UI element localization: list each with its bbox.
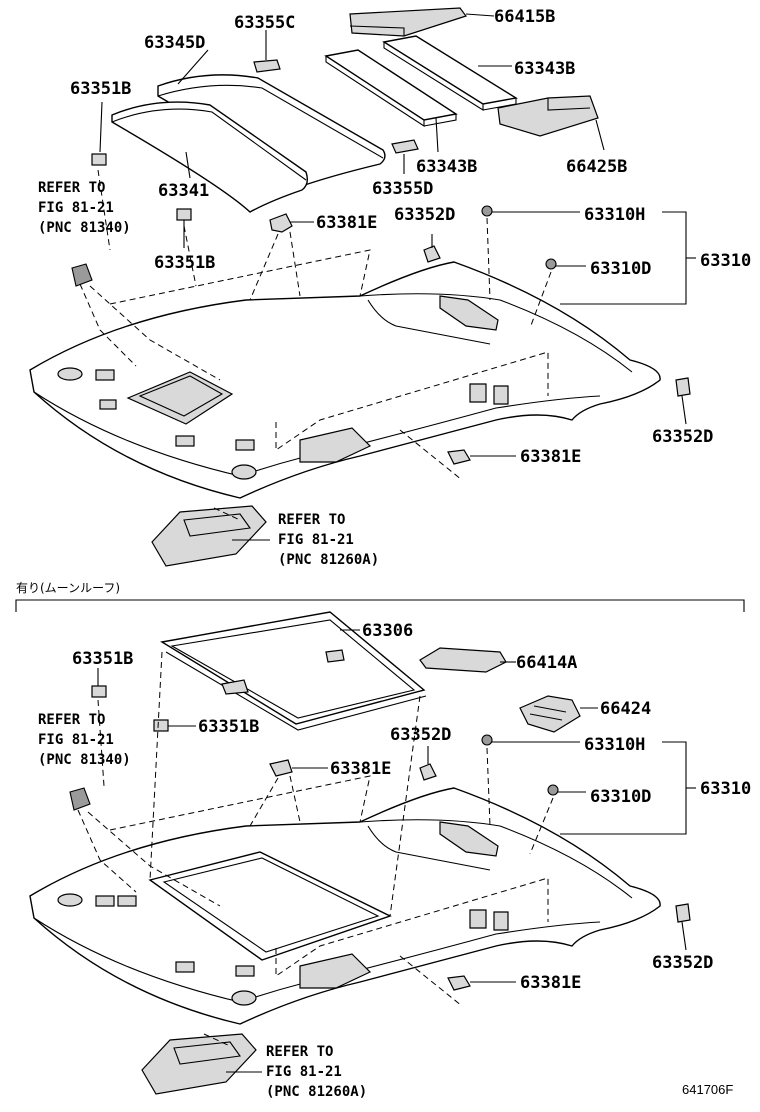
label-66415B: 66415B	[494, 7, 555, 27]
label-63310-bottom: 63310	[700, 779, 751, 799]
label-63352D-c: 63352D	[390, 725, 451, 745]
clip-63381E-d	[447, 975, 471, 991]
label-63381E-c: 63381E	[330, 759, 391, 779]
clip-63310H-top	[481, 205, 493, 217]
refer-b-line1: REFER TO	[278, 512, 345, 528]
label-63352D-b: 63352D	[652, 427, 713, 447]
label-63381E-b: 63381E	[520, 447, 581, 467]
label-63351B-d: 63351B	[198, 717, 259, 737]
pad-63355C-shape	[253, 59, 281, 73]
clip-63310D-bottom	[547, 784, 559, 796]
label-63310D: 63310D	[590, 259, 651, 279]
clip-63310H-bottom	[481, 734, 493, 746]
section-note-moonroof: 有り(ムーンルーフ)	[16, 581, 120, 595]
label-63351B-a: 63351B	[70, 79, 131, 99]
refer-c-line1: REFER TO	[38, 712, 105, 728]
label-63343B-upper: 63343B	[514, 59, 575, 79]
refer-a-line2: FIG 81-21	[38, 200, 114, 216]
stopper-63352D-c	[419, 763, 437, 781]
headliner-bottom	[29, 787, 661, 1025]
pad-66414A-shape	[419, 647, 507, 673]
section-bracket	[15, 599, 745, 612]
label-66414A: 66414A	[516, 653, 577, 673]
clip-63381E-b	[447, 449, 471, 465]
label-63355D: 63355D	[372, 179, 433, 199]
refer-b-line2: FIG 81-21	[278, 532, 354, 548]
clip-63310D-top	[545, 258, 557, 270]
top-guides	[79, 169, 552, 521]
dome-light-module	[151, 505, 267, 567]
label-63381E-a: 63381E	[316, 213, 377, 233]
refer-c-line2: FIG 81-21	[38, 732, 114, 748]
clip-63381E-c	[269, 759, 293, 777]
map-light-module	[71, 263, 93, 287]
label-66425B: 66425B	[566, 157, 627, 177]
label-63310H-bottom: 63310H	[584, 735, 645, 755]
stopper-63352D-b	[675, 377, 691, 397]
figure-code: 641706F	[682, 1082, 733, 1097]
pad-66425B-shape	[497, 95, 599, 137]
map-light-module-bottom	[69, 787, 91, 811]
refer-c-line3: (PNC 81340)	[38, 752, 131, 768]
label-63355C: 63355C	[234, 13, 295, 33]
clip-63351B-d	[153, 719, 169, 732]
label-63343B-lower: 63343B	[416, 157, 477, 177]
stopper-63352D-a	[423, 245, 441, 263]
dome-light-module-bottom	[141, 1033, 257, 1095]
pad-66415B-shape	[349, 7, 467, 37]
top-section: 66415B 63355C 63345D 63343B 63351B 63343…	[29, 7, 751, 568]
sunshade-63306-shape	[160, 611, 427, 731]
label-66424: 66424	[600, 699, 651, 719]
bottom-guides	[77, 651, 554, 1047]
bottom-section: 63306 63351B 66414A 63351B 66424 63352D …	[29, 611, 751, 1100]
panel-63341-edge	[111, 108, 307, 181]
label-63351B-c: 63351B	[72, 649, 133, 669]
panel-63341-shape	[111, 101, 309, 213]
label-63310H: 63310H	[584, 205, 645, 225]
stopper-63352D-d	[675, 903, 691, 923]
label-63306: 63306	[362, 621, 413, 641]
refer-a-line1: REFER TO	[38, 180, 105, 196]
refer-a-line3: (PNC 81340)	[38, 220, 131, 236]
label-63352D-d: 63352D	[652, 953, 713, 973]
clip-63381E-a	[269, 213, 293, 233]
refer-d-line2: FIG 81-21	[266, 1064, 342, 1080]
label-63345D: 63345D	[144, 33, 205, 53]
pad-63355D-shape	[391, 139, 419, 154]
label-63310D-bottom: 63310D	[590, 787, 651, 807]
bottom-leaders	[97, 629, 696, 1073]
clip-63351B-c	[91, 685, 107, 698]
top-leaders	[99, 13, 696, 541]
refer-d-line3: (PNC 81260A)	[266, 1084, 367, 1100]
headliner-top	[29, 261, 661, 499]
clip-63351B-b	[176, 208, 192, 221]
refer-d-line1: REFER TO	[266, 1044, 333, 1060]
label-63352D-a: 63352D	[394, 205, 455, 225]
label-63341: 63341	[158, 181, 209, 201]
label-63310: 63310	[700, 251, 751, 271]
label-63381E-d: 63381E	[520, 973, 581, 993]
panel-63345D-edge	[157, 84, 384, 159]
pad-66424-shape	[519, 695, 581, 733]
refer-b-line3: (PNC 81260A)	[278, 552, 379, 568]
clip-63351B-a	[91, 153, 107, 166]
label-63351B-b: 63351B	[154, 253, 215, 273]
